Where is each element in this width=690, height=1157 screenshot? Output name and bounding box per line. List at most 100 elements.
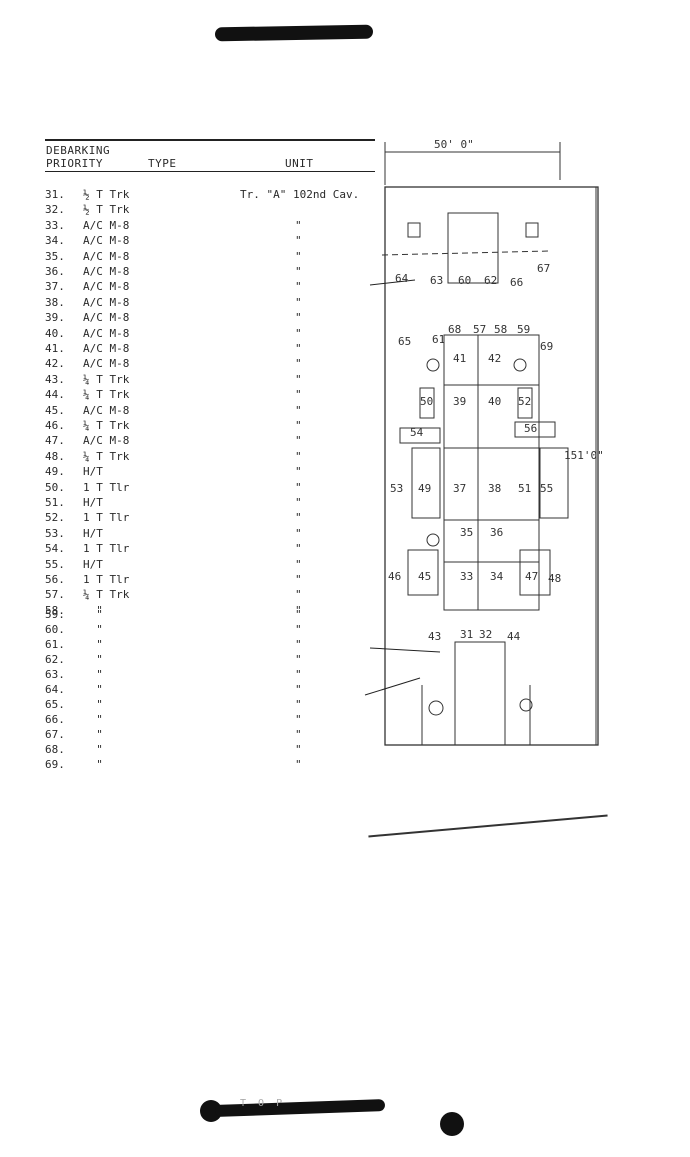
slot-label: 46 [388,570,401,583]
slot-label: 32 [479,628,492,641]
header-unit: UNIT [285,157,314,170]
row-num: 38. [45,295,65,309]
row-num: 66. [45,713,65,726]
row-type: ½ T Trk [83,203,130,217]
row-unit: " [295,357,302,371]
header-bottom-rule [45,171,375,172]
slot-label: 42 [488,352,501,365]
row-unit: " [295,388,302,402]
row-unit: " [295,372,302,386]
header-priority: PRIORITY [46,157,103,170]
slot-label: 63 [430,274,443,287]
footer-stamp-text: T O P [240,1098,286,1109]
slot-label: 61 [432,333,445,346]
row-num: 41. [45,342,65,355]
row-num: 64. [45,683,65,696]
row-unit: " [295,403,302,417]
row-unit: " [295,342,302,355]
slot-label: 49 [418,482,431,495]
row-type: " [83,608,103,621]
row-num: 51. [45,496,65,509]
row-type: " [83,743,103,756]
row-type: ¼ T Trk [83,449,130,463]
row-type: " [83,728,103,741]
row-num: 69. [45,758,65,771]
row-unit: " [295,713,302,726]
row-num: 32. [45,203,65,217]
row-num: 48. [45,449,65,463]
row-num: 60. [45,623,65,636]
row-type: ¼ T Trk [83,588,130,602]
row-num: 33. [45,218,65,232]
slot-label: 36 [490,526,503,539]
row-unit: " [295,683,302,696]
row-unit: " [295,249,302,263]
slot-label: 44 [507,630,521,643]
slot-label: 54 [410,426,424,439]
row-num: 68. [45,743,65,756]
slot-label: 51 [518,482,531,495]
slot-label: 35 [460,526,473,539]
row-type: 1 T Tlr [83,542,130,556]
slot-label: 59 [517,323,530,336]
row-type: H/T [83,526,103,540]
row-unit: " [295,608,302,621]
row-type: H/T [83,557,103,571]
row-num: 43. [45,372,65,386]
row-num: 35. [45,249,65,263]
row-type: A/C M-8 [83,280,130,294]
row-num: 67. [45,728,65,741]
row-type: A/C M-8 [83,234,130,248]
row-num: 40. [45,326,65,340]
row-type: " [83,713,103,726]
row-unit: " [295,295,302,309]
row-num: 37. [45,280,65,294]
row-unit: " [295,653,302,666]
slot-label: 31 [460,628,473,641]
row-unit: Tr. "A" 102nd Cav. [240,188,360,201]
slot-label: 67 [537,262,550,275]
row-num: 65. [45,698,65,711]
row-type: A/C M-8 [83,311,130,325]
row-num: 55. [45,557,65,571]
row-num: 59. [45,608,65,621]
row-type: A/C M-8 [83,218,130,232]
row-type: ¼ T Trk [83,372,130,386]
row-num: 46. [45,419,65,432]
row-unit: " [295,218,302,232]
slot-label: 53 [390,482,403,495]
row-type: " [83,603,103,617]
row-unit: " [295,311,302,325]
row-unit: " [295,573,302,586]
row-num: 52. [45,511,65,525]
row-num: 50. [45,480,65,494]
slot-label: 47 [525,570,538,583]
row-num: 34. [45,234,65,248]
row-type: H/T [83,465,103,479]
row-num: 63. [45,668,65,681]
row-num: 57. [45,588,65,602]
row-type: " [83,758,103,771]
slot-label: 39 [453,395,466,408]
row-num: 62. [45,653,65,666]
row-type: 1 T Tlr [83,480,130,494]
row-unit: " [295,542,302,556]
row-type: " [83,698,103,711]
row-unit: " [295,623,302,636]
row-unit: " [295,511,302,525]
slot-label: 48 [548,572,561,585]
row-num: 31. [45,188,65,201]
row-type: 1 T Tlr [83,573,130,586]
row-unit: " [295,638,302,651]
slot-label: 60 [458,274,471,287]
row-unit: " [295,265,302,278]
slot-label: 66 [510,276,523,289]
row-num: 49. [45,465,65,479]
row-type: " [83,638,103,651]
row-type: A/C M-8 [83,295,130,309]
row-unit: " [295,496,302,509]
slot-label: 64 [395,272,409,285]
row-num: 61. [45,638,65,651]
header-top-rule [45,139,375,141]
